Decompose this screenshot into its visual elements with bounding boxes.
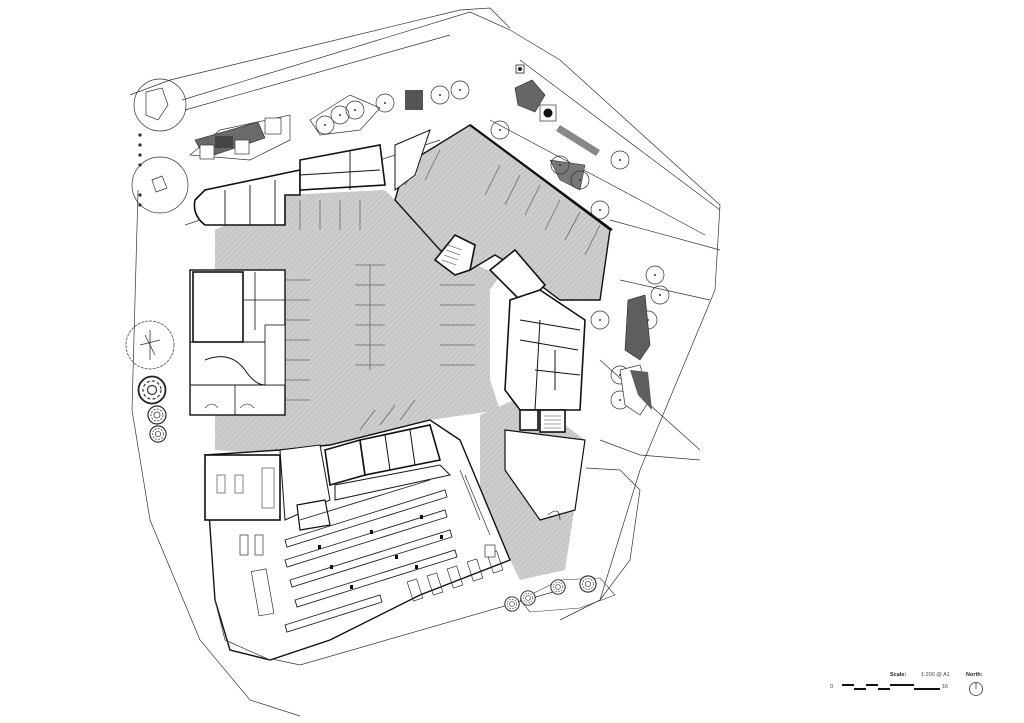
scale-end-value: 16 (942, 684, 949, 690)
scale-bar (842, 684, 940, 690)
ne-landscaping (490, 64, 670, 416)
north-label: North: (966, 672, 983, 678)
west-building (189, 269, 286, 416)
north-planters (189, 80, 470, 161)
west-trees (125, 320, 175, 443)
scale-start-value: 0 (830, 684, 834, 690)
supermarket (204, 419, 511, 661)
north-retail-units (193, 129, 431, 226)
east-building (504, 289, 586, 521)
se-trees (504, 575, 616, 613)
scale-label: Scale: (890, 672, 907, 678)
central-core (433, 233, 547, 307)
nw-planters (131, 78, 189, 214)
scale-ratio: 1:200 @ A1 (921, 672, 950, 678)
north-arrow-icon (969, 682, 983, 696)
drawing-legend: Scale: 1:200 @ A1 North: 0 16 (826, 670, 1016, 710)
